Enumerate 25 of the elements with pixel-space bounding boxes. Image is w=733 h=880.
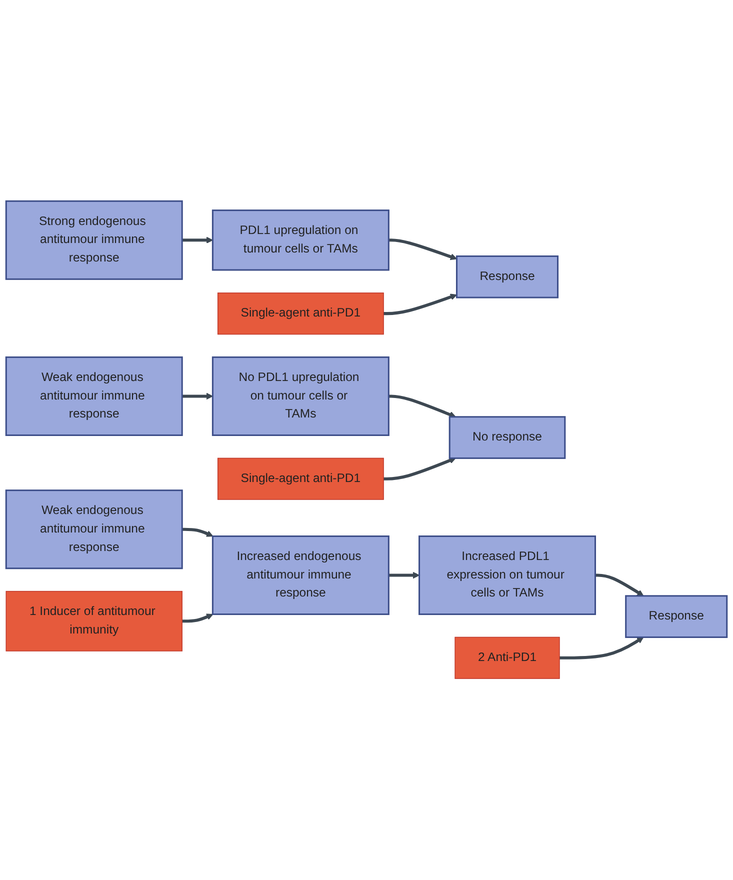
node-box: Increased endogenous antitumour immune response <box>212 536 390 616</box>
node-box: No PDL1 upregulation on tumour cells or TAMs <box>212 356 390 436</box>
arrow <box>182 236 213 244</box>
node-box: 1 Inducer of antitumour immunity <box>6 591 182 652</box>
arrow <box>182 528 214 538</box>
node-box: Single-agent anti-PD1 <box>217 458 384 500</box>
arrow <box>182 614 214 623</box>
node-box: Response <box>625 595 728 638</box>
node-box: PDL1 upregulation on tumour cells or TAMs <box>212 210 390 271</box>
arrow <box>384 458 456 481</box>
node-box: Response <box>456 256 559 298</box>
node-box: 2 Anti-PD1 <box>454 637 560 680</box>
node-box: Single-agent anti-PD1 <box>217 292 384 335</box>
arrow <box>388 394 456 418</box>
node-box: Increased PDL1 expression on tumour cells or TAMs <box>418 536 596 616</box>
arrow <box>388 238 458 260</box>
arrow <box>384 294 458 316</box>
arrow <box>182 393 213 400</box>
node-box: No response <box>448 416 566 460</box>
node-box: Weak endogenous antitumour immune response <box>5 490 183 570</box>
arrow <box>388 572 420 579</box>
node-box: Strong endogenous antitumour immune response <box>5 200 183 280</box>
node-box: Weak endogenous antitumour immune response <box>5 356 183 436</box>
arrow <box>595 574 644 596</box>
arrow <box>559 637 644 660</box>
